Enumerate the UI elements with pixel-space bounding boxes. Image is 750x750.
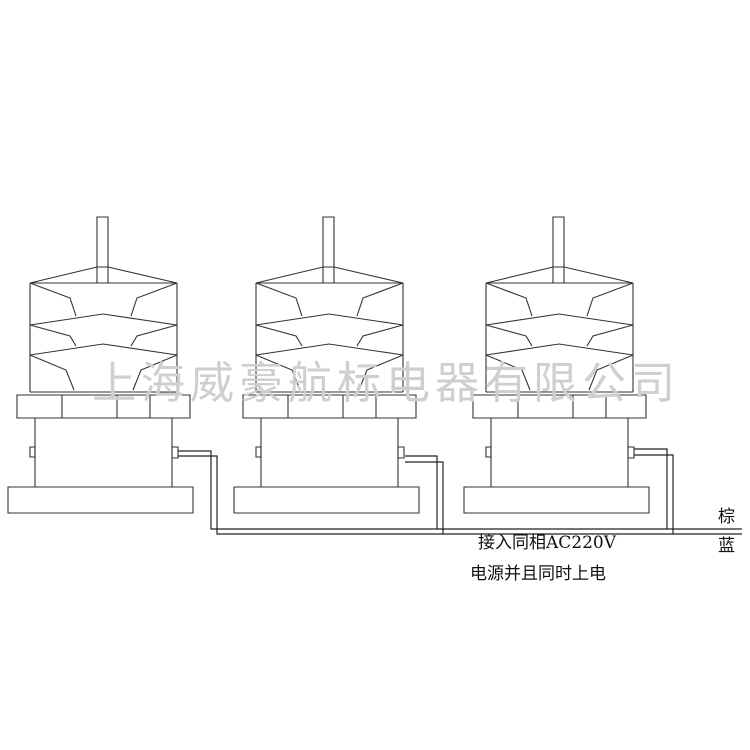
flange-ribs (287, 395, 377, 418)
lens-prism-lines (29, 354, 178, 391)
brown-wire (178, 448, 742, 530)
tier-separator (29, 343, 178, 356)
lens-frame (29, 283, 178, 392)
lens-prism-lines (29, 282, 178, 317)
blue-wire (178, 454, 742, 535)
tier-separator (255, 343, 404, 356)
cable-gland (171, 446, 179, 459)
lamp-unit-2 (233, 216, 420, 514)
lens-prism-lines (255, 324, 404, 347)
mast (552, 216, 565, 283)
lens-prism-lines (485, 324, 634, 347)
lens-prism-lines (29, 324, 178, 347)
flange-ribs (61, 395, 151, 418)
flange (472, 394, 647, 419)
lamp-top-cap (255, 266, 404, 284)
lens-prism-lines (255, 282, 404, 317)
lamp-top-cap (485, 266, 634, 284)
base-plate (463, 486, 650, 514)
body (34, 418, 173, 487)
left-bolt (485, 446, 492, 458)
mast (322, 216, 335, 283)
left-bolt (255, 446, 262, 458)
brown-wire-label: 棕 (718, 507, 735, 527)
tier-separator (485, 343, 634, 356)
cable-gland (397, 446, 405, 459)
lens-frame (485, 283, 634, 392)
blue-wire-label: 蓝 (718, 536, 735, 556)
lens-prism-lines (485, 354, 634, 391)
flange (16, 394, 191, 419)
note-line-2: 电源并且同时上电 (470, 564, 606, 584)
cable-gland (627, 446, 635, 459)
lens-prism-lines (255, 354, 404, 391)
base-plate (233, 486, 420, 514)
body (260, 418, 399, 487)
lamp-units (7, 216, 650, 514)
lens-frame (255, 283, 404, 392)
flange (242, 394, 417, 419)
lamp-unit-3 (463, 216, 650, 514)
left-bolt (29, 446, 36, 458)
lamp-unit-1 (7, 216, 194, 514)
mast (96, 216, 109, 283)
tier-separator (29, 313, 178, 326)
tier-separator (255, 313, 404, 326)
lamp-top-cap (29, 266, 178, 284)
wiring (178, 448, 742, 535)
body (490, 418, 629, 487)
lens-prism-lines (485, 282, 634, 317)
base-plate (7, 486, 194, 514)
tier-separator (485, 313, 634, 326)
flange-ribs (517, 395, 607, 418)
watermark-text: 上海威豪航标电器有限公司 (92, 358, 680, 409)
note-line-1: 接入同相AC220V (478, 533, 617, 553)
